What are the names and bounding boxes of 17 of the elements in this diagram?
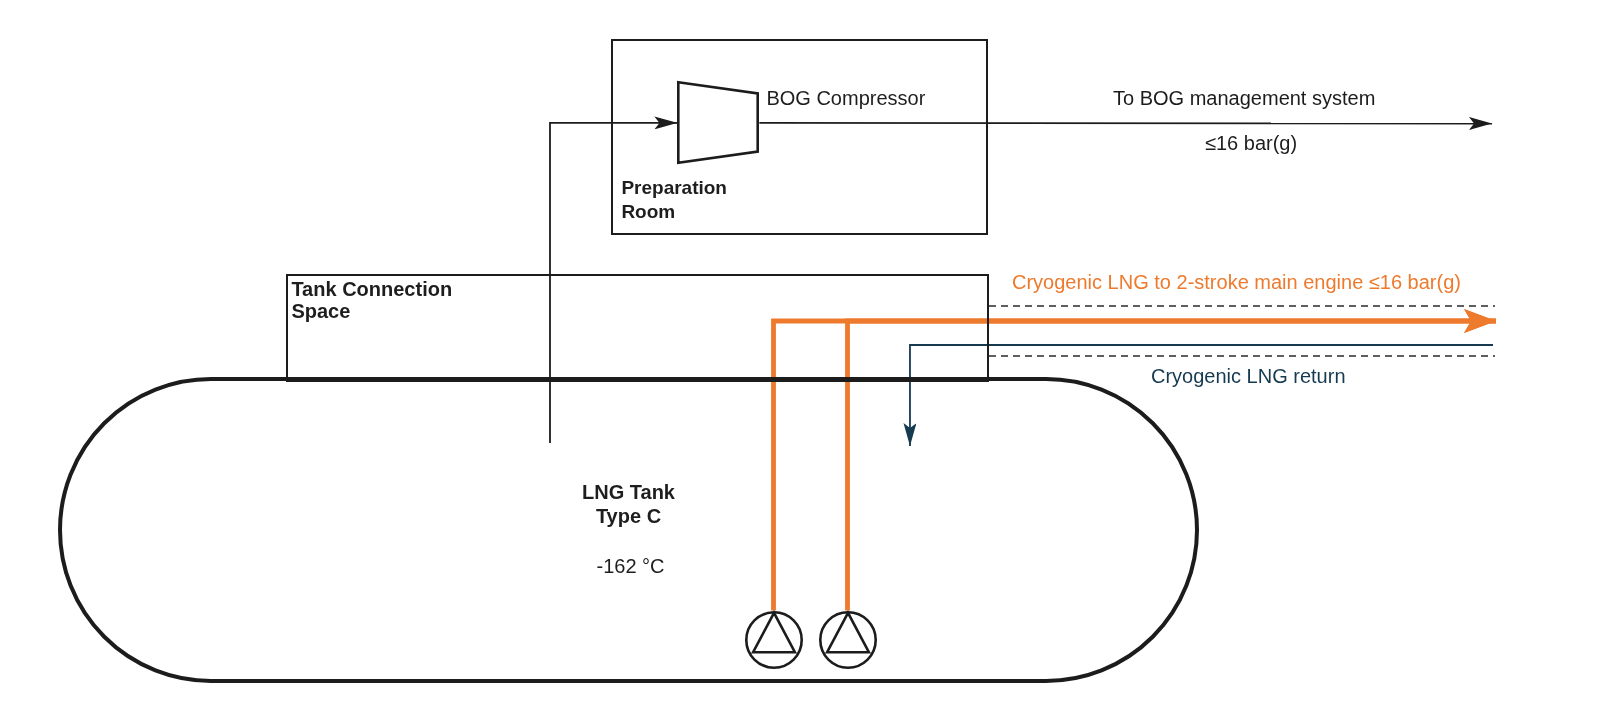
tank-label: LNG Tank Type C bbox=[581, 479, 676, 528]
equipment-label: BOG Compressor bbox=[766, 86, 926, 111]
room-box bbox=[611, 39, 988, 235]
flow-label: Cryogenic LNG to 2-stroke main engine ≤16 bar(g) bbox=[1012, 270, 1461, 294]
flow-arrow bbox=[758, 117, 1493, 130]
space-label: Tank Connection Space bbox=[291, 278, 454, 323]
flow-arrow bbox=[903, 344, 1494, 447]
pump-symbol bbox=[744, 610, 803, 669]
flow-arrow bbox=[549, 116, 679, 444]
pump-symbol bbox=[818, 610, 877, 669]
temperature-label: -162 °C bbox=[595, 553, 666, 578]
flow-label: To BOG management system bbox=[1113, 86, 1376, 110]
space-box bbox=[286, 274, 989, 382]
pressure-label: ≤16 bar(g) bbox=[1205, 131, 1298, 155]
compressor-symbol bbox=[677, 81, 760, 165]
flow-label: Cryogenic LNG return bbox=[1151, 364, 1346, 388]
room-label: Preparation Room bbox=[621, 176, 728, 225]
